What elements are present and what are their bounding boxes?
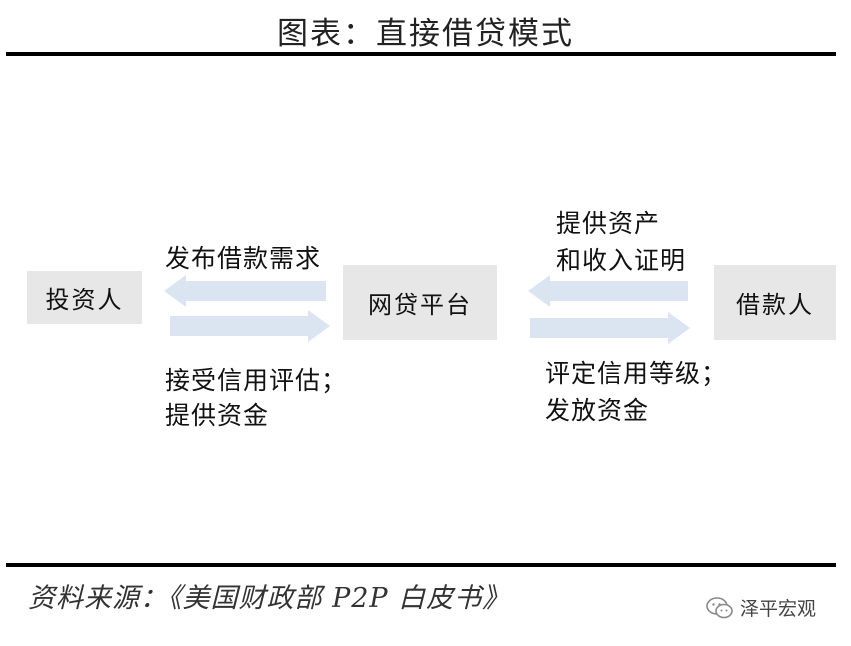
watermark: 泽平宏观 [706,594,816,621]
borrower-box: 借款人 [714,265,836,340]
label-provide-assets: 提供资产 [556,209,661,238]
arrow-platform-to-investor [164,275,326,307]
wechat-icon [706,596,733,618]
label-credit-rating: 评定信用等级； [545,359,728,388]
investor-box: 投资人 [27,271,142,324]
label-post-loan-request: 发布借款需求 [165,244,322,273]
bottom-rule [6,563,836,567]
label-disburse-funds: 发放资金 [545,396,650,425]
platform-box: 网贷平台 [343,265,497,340]
label-credit-assessment: 接受信用评估； [165,366,348,395]
figure-title: 图表：直接借贷模式 [277,16,574,52]
top-rule [6,52,836,56]
label-provide-funds: 提供资金 [165,401,270,430]
arrow-platform-to-borrower [530,312,690,344]
source-note: 资料来源：《美国财政部 P2P 白皮书》 [28,583,511,614]
arrow-investor-to-platform [170,310,330,342]
arrow-borrower-to-platform [528,275,688,307]
label-income-proof: 和收入证明 [556,246,687,275]
watermark-text: 泽平宏观 [740,598,817,620]
